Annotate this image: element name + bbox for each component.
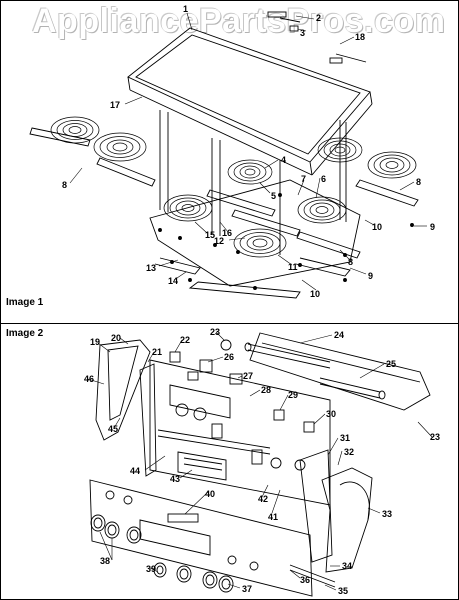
image2-callout-28: 28 <box>261 385 271 395</box>
image2-callout-32: 32 <box>344 447 354 457</box>
image1-callout-4: 4 <box>281 155 286 165</box>
image2-label: Image 2 <box>6 328 44 339</box>
section-divider <box>0 323 459 324</box>
image1-callout-14: 14 <box>168 276 178 286</box>
image2-callout-24: 24 <box>334 330 344 340</box>
image1-callout-13: 13 <box>146 263 156 273</box>
image2-callout-43: 43 <box>170 474 180 484</box>
image1-callout-8: 8 <box>62 180 67 190</box>
image2-callout-45: 45 <box>108 424 118 434</box>
element-tray <box>149 179 361 299</box>
burner-coils <box>50 116 417 258</box>
image2-callout-22: 22 <box>180 335 190 345</box>
top-clips <box>267 11 367 64</box>
watermark-logo: AppliancePartsPros.com <box>32 2 446 40</box>
image2-callout-27: 27 <box>243 371 253 381</box>
image2-callout-44: 44 <box>130 466 140 476</box>
image1-callout-3: 3 <box>300 28 305 38</box>
image2-callout-26: 26 <box>224 352 234 362</box>
image1-callout-7: 7 <box>301 174 306 184</box>
image2-callout-25: 25 <box>386 359 396 369</box>
image2-callout-31: 31 <box>340 433 350 443</box>
image2-callouts: 19 20 21 22 23 24 25 26 27 28 29 30 31 32 33 34 35 36 37 38… <box>84 327 440 596</box>
image2-callout-36: 36 <box>300 575 310 585</box>
image2-callout-39: 39 <box>146 564 156 574</box>
screws <box>158 193 414 290</box>
image2-callout-46: 46 <box>84 374 94 384</box>
glass-cooktop <box>127 27 373 176</box>
right-end-cap <box>299 449 373 573</box>
image1-callout-16: 16 <box>222 228 232 238</box>
image2-callout-29: 29 <box>288 390 298 400</box>
image2-callout-41: 41 <box>268 512 278 522</box>
image2-callout-20: 20 <box>111 333 121 343</box>
image1-callout-11: 11 <box>288 262 298 272</box>
image2-callout-42: 42 <box>258 494 268 504</box>
image2-leaders <box>87 331 433 591</box>
image1-callout-10: 10 <box>372 222 382 232</box>
image1-callout-1: 1 <box>183 4 188 14</box>
image2-callout-40: 40 <box>205 489 215 499</box>
image2-callout-23: 23 <box>210 327 220 337</box>
image1-callout-9: 9 <box>430 222 435 232</box>
image1-leaders <box>69 12 427 291</box>
image2-callout-34: 34 <box>342 561 352 571</box>
image2-callout-19: 19 <box>90 337 100 347</box>
image1-callout-8: 8 <box>348 257 353 267</box>
image2-callout-23: 23 <box>430 432 440 442</box>
image2-callout-21: 21 <box>152 347 162 357</box>
clock-module <box>177 451 227 481</box>
image2-callout-35: 35 <box>338 586 348 596</box>
image1-callout-9: 9 <box>368 271 373 281</box>
image1-callout-2: 2 <box>316 13 321 23</box>
image1-callout-18: 18 <box>355 32 365 42</box>
image2-callout-38: 38 <box>100 556 110 566</box>
image1-callout-12: 12 <box>214 236 224 246</box>
image1-label: Image 1 <box>6 297 44 308</box>
image2-callout-37: 37 <box>242 584 252 594</box>
image2-callout-30: 30 <box>326 409 336 419</box>
image1-callout-8: 8 <box>416 177 421 187</box>
image1-callout-5: 5 <box>271 191 276 201</box>
image1-callout-15: 15 <box>205 230 215 240</box>
control-knobs <box>90 514 234 593</box>
left-end-cap <box>95 339 157 477</box>
image2-callout-33: 33 <box>382 509 392 519</box>
image1-callout-17: 17 <box>110 100 120 110</box>
top-trim <box>244 332 431 411</box>
element-brackets <box>29 127 419 259</box>
small-clips <box>169 339 315 433</box>
image1-callout-6: 6 <box>321 174 326 184</box>
image1-callout-10: 10 <box>310 289 320 299</box>
